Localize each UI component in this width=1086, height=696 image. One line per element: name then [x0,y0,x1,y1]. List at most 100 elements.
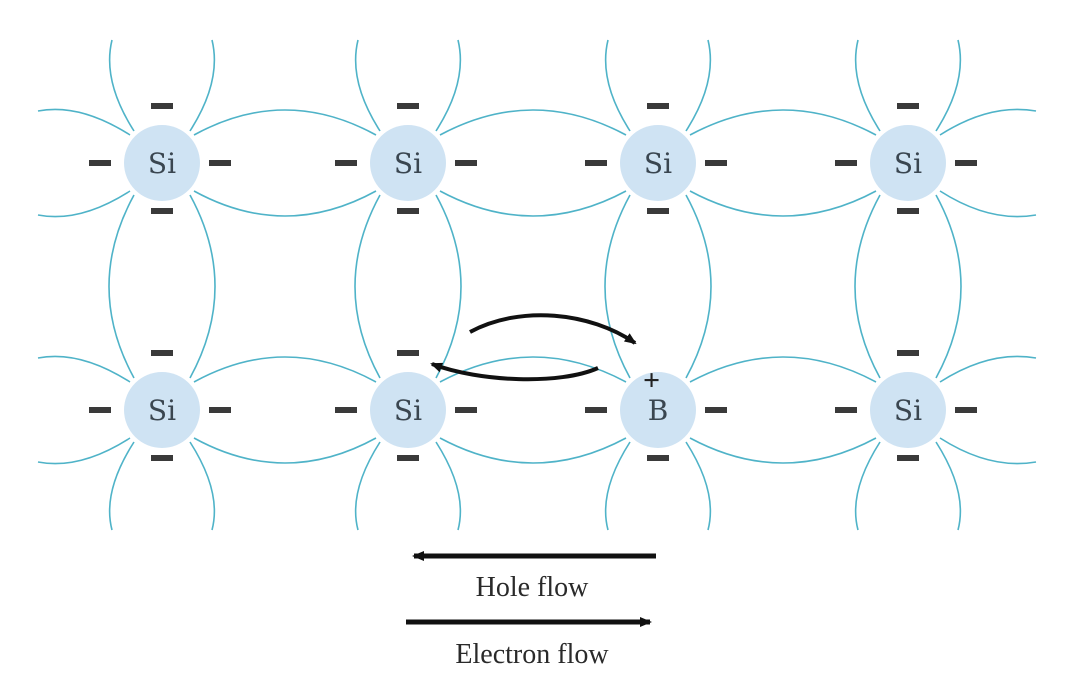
electron-top [397,103,419,109]
atom-circle [370,372,446,448]
electron-top [897,103,919,109]
electron-left [835,160,857,166]
bond-stub-left-lower [37,190,131,218]
bond-stub-right-lower [939,190,1037,218]
bond-horizontal-lower [689,437,877,464]
bond-vertical-left [108,194,135,379]
electron-left [335,407,357,413]
electron-right [209,160,231,166]
bond-vertical-left [854,194,881,379]
bond-vertical-left [354,194,381,379]
atom-si: Si [620,125,696,201]
bond-horizontal-lower [193,190,377,217]
atom-symbol: Si [894,394,922,427]
bond-stub-bottom-right [935,441,962,531]
bond-horizontal-upper [439,109,627,136]
bond-stub-bottom-left [604,441,631,531]
electron-right [955,160,977,166]
bond-vertical-left [604,194,631,379]
electron-top [897,350,919,356]
hole-plus-sign: + [643,364,660,397]
electron-right [705,407,727,413]
electron-flow-label: Electron flow [455,639,609,670]
atom-symbol: Si [894,147,922,180]
atom-circle [124,125,200,201]
atom-symbol: Si [394,394,422,427]
electron-top [151,103,173,109]
bond-vertical-right [935,194,962,379]
atom-circle [870,125,946,201]
bond-horizontal-lower [439,190,627,217]
electron-right [455,160,477,166]
bond-stub-right-upper [939,108,1037,136]
electron-bottom [151,455,173,461]
electron-jump-arrow-right [469,313,637,345]
bond-stub-top-left [108,39,135,132]
atom-symbol: B [648,394,669,427]
atom-symbol: Si [394,147,422,180]
bond-horizontal-upper [689,109,877,136]
electron-right [455,407,477,413]
electron-left [585,160,607,166]
bond-stub-top-left [354,39,381,132]
bond-stub-bottom-right [685,441,712,531]
electron-left [335,160,357,166]
bond-vertical-right [435,194,462,379]
atom-symbol: Si [644,147,672,180]
bond-stub-bottom-right [189,441,216,531]
bond-stub-bottom-left [354,441,381,531]
electron-bottom [151,208,173,214]
electron-top [647,103,669,109]
bond-horizontal-upper [193,356,377,383]
electron-top [151,350,173,356]
bond-stub-top-right [685,39,712,132]
electron-left [89,407,111,413]
electron-bottom [647,455,669,461]
atom-symbol: Si [148,394,176,427]
electron-left [89,160,111,166]
bond-stub-top-right [935,39,962,132]
bond-stub-left-upper [37,108,131,136]
electron-right [705,160,727,166]
bond-horizontal-upper [193,109,377,136]
electron-jump-arrow-left [430,362,599,382]
bond-stub-bottom-left [108,441,135,531]
bond-stub-right-upper [939,355,1037,383]
electron-bottom [397,208,419,214]
bond-stub-right-lower [939,437,1037,465]
bond-stub-top-right [435,39,462,132]
hole-flow-label: Hole flow [476,572,590,603]
electron-bottom [397,455,419,461]
bond-horizontal-lower [439,437,627,464]
bond-stub-left-lower [37,437,131,465]
atom-b: B [620,372,696,448]
atom-si: Si [124,125,200,201]
electron-right [955,407,977,413]
bond-vertical-right [189,194,216,379]
bond-vertical-right [685,194,712,379]
electron-top [397,350,419,356]
atom-si: Si [124,372,200,448]
bond-stub-left-upper [37,355,131,383]
electron-right [209,407,231,413]
bond-horizontal-lower [689,190,877,217]
atom-circle [620,372,696,448]
atom-circle [124,372,200,448]
electron-left [585,407,607,413]
bond-horizontal-upper [689,356,877,383]
atom-symbol: Si [148,147,176,180]
bond-horizontal-lower [193,437,377,464]
atom-circle [620,125,696,201]
electron-bottom [897,455,919,461]
atom-si: Si [370,125,446,201]
electron-bottom [897,208,919,214]
atom-circle [870,372,946,448]
electron-bottom [647,208,669,214]
bond-stub-top-right [189,39,216,132]
electron-left [835,407,857,413]
covalent-bonds [37,39,1037,531]
atom-si: Si [870,372,946,448]
bond-stub-bottom-left [854,441,881,531]
